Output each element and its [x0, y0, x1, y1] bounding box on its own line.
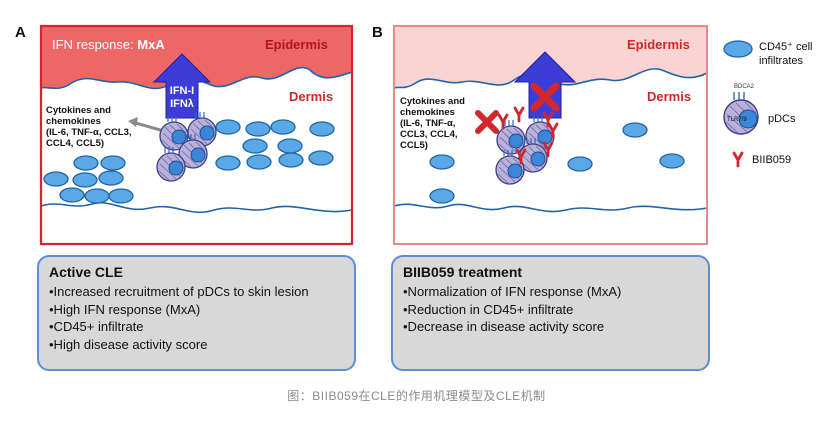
pdc-cell-icon: [723, 91, 759, 135]
pdc-cluster-a: [156, 111, 217, 182]
dermis-label-b: Dermis: [647, 89, 691, 104]
epidermis-a: [41, 26, 352, 89]
active-cle-line: •Increased recruitment of pDCs to skin l…: [49, 284, 309, 299]
bdca2-label: BDCA2: [734, 84, 755, 90]
biib059-line: •Reduction in CD45+ infiltrate: [403, 301, 574, 317]
legend: CD45⁺ cell infiltrates BDCA2 TLR7/9 pDCs…: [723, 40, 816, 168]
up-arrow-icon: [513, 51, 577, 119]
active-cle-line: •High disease activity score: [49, 336, 208, 352]
up-arrow-icon: [152, 53, 212, 119]
panel-a-letter: A: [15, 24, 26, 41]
biib059-line: •Decrease in disease activity score: [403, 319, 605, 334]
panel-a-frame: [39, 24, 354, 246]
ifn-lambda-label: IFNλ: [170, 98, 194, 110]
block-x-icon: [530, 82, 560, 112]
ifn-i-label: IFN-I: [170, 85, 194, 97]
cytokines-label-b: Cytokines and chemokines (IL-6, TNF-α, C…: [400, 96, 468, 151]
active-cle-line: •High IFN response (MxA): [49, 301, 201, 317]
epidermis-label-a: Epidermis: [265, 37, 328, 52]
block-x-icon: [475, 110, 499, 134]
cd45-cells-b: [429, 122, 685, 204]
biib059-treatment-title: BIIB059 treatment: [403, 264, 523, 280]
panel-b: B Epidermis Dermis Cytokines and chemoki…: [372, 24, 708, 245]
biib059-line: •Normalization of IFN response (MxA): [403, 284, 622, 299]
figure-caption: 图：BIIB059在CLE的作用机理模型及CLE机制: [287, 389, 546, 403]
biib059-antibody-icon: [732, 151, 744, 168]
cd45-cell-icon: [723, 40, 753, 58]
active-cle-line: •CD45+ infiltrate: [49, 319, 144, 334]
biib059-summary-box: BIIB059 treatment •Normalization of IFN …: [391, 255, 710, 371]
epidermis-label-b: Epidermis: [627, 37, 690, 52]
panel-b-letter: B: [372, 24, 383, 41]
panel-b-frame: [393, 25, 708, 245]
dermis-label-a: Dermis: [289, 89, 333, 104]
tlr-label: TLR7/9: [727, 117, 747, 123]
cd45-legend-label: CD45⁺ cell infiltrates: [759, 41, 816, 67]
pdc-legend-label: pDCs: [768, 113, 796, 125]
panel-a: A IFN response: MxA Epidermis Dermis IFN…: [15, 24, 354, 246]
ifn-response-label: IFN response: MxA: [52, 37, 165, 52]
cytokines-label-a: Cytokines and chemokines (IL-6, TNF-α, C…: [46, 105, 134, 149]
active-cle-title: Active CLE: [49, 264, 123, 280]
biib059-legend-label: BIIB059: [752, 154, 791, 166]
active-cle-summary-box: Active CLE •Increased recruitment of pDC…: [37, 255, 356, 371]
